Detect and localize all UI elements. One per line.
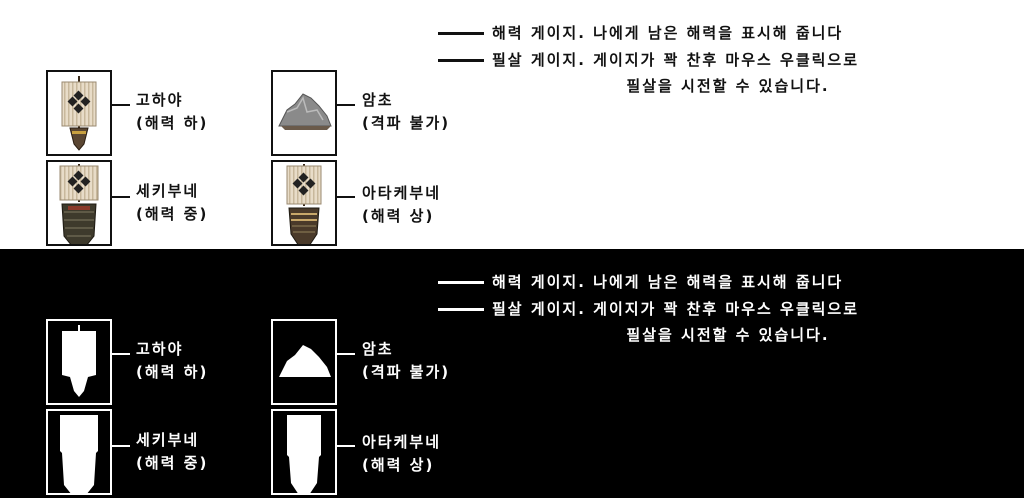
kohaya-connector: [112, 104, 130, 106]
kohaya-mask-name: 고하야: [136, 340, 184, 358]
special-gauge-line: [438, 59, 484, 62]
sekibune-mask-desc: (해력 중): [136, 454, 209, 472]
sekibune-mask-name: 세키부네: [136, 431, 200, 449]
special-gauge-line-mask: [438, 308, 484, 311]
kohaya-mask-thumbnail: [46, 319, 112, 405]
reef-mask-desc: (격파 불가): [362, 363, 451, 381]
reef-connector: [337, 104, 355, 106]
hp-gauge-line-mask: [438, 281, 484, 284]
reef-thumbnail: [271, 70, 337, 156]
reef-mask-name: 암초: [362, 340, 394, 358]
sekibune-label: 세키부네 (해력 중): [136, 180, 208, 226]
atakebune-mask-connector: [337, 445, 355, 447]
atakebune-connector: [337, 196, 355, 198]
atakebune-desc: (해력 상): [362, 207, 435, 225]
large-ship-mask-icon: [287, 415, 321, 493]
medium-ship-icon: [59, 164, 99, 244]
kohaya-desc: (해력 하): [136, 114, 209, 132]
hp-gauge-description: 해력 게이지. 나에게 남은 해력을 표시해 줍니다: [492, 24, 844, 42]
kohaya-label: 고하야 (해력 하): [136, 89, 208, 135]
sekibune-mask-label: 세키부네 (해력 중): [136, 429, 208, 475]
hp-gauge-description-mask: 해력 게이지. 나에게 남은 해력을 표시해 줍니다: [492, 273, 844, 291]
special-gauge-description-line1: 필살 게이지. 게이지가 꽉 찬후 마우스 우클릭으로: [492, 51, 860, 69]
reef-label: 암초 (격파 불가): [362, 89, 450, 135]
kohaya-mask-label: 고하야 (해력 하): [136, 338, 208, 384]
large-ship-icon: [286, 164, 322, 244]
hp-gauge-line: [438, 32, 484, 35]
special-gauge-description-line2-mask: 필살을 시전할 수 있습니다.: [626, 326, 830, 344]
atakebune-thumbnail: [271, 160, 337, 246]
sekibune-mask-connector: [112, 445, 130, 447]
rock-mask-icon: [279, 345, 331, 377]
special-gauge-description-line2: 필살을 시전할 수 있습니다.: [626, 77, 830, 95]
reef-desc: (격파 불가): [362, 114, 451, 132]
sekibune-name: 세키부네: [136, 182, 200, 200]
sekibune-mask-thumbnail: [46, 409, 112, 495]
reef-mask-connector: [337, 353, 355, 355]
sekibune-connector: [112, 196, 130, 198]
special-gauge-description-line1-mask: 필살 게이지. 게이지가 꽉 찬후 마우스 우클릭으로: [492, 300, 860, 318]
rock-icon: [278, 93, 332, 130]
kohaya-name: 고하야: [136, 91, 184, 109]
reef-mask-thumbnail: [271, 319, 337, 405]
color-legend-panel: 해력 게이지. 나에게 남은 해력을 표시해 줍니다 필살 게이지. 게이지가 …: [46, 24, 860, 246]
atakebune-mask-thumbnail: [271, 409, 337, 495]
atakebune-name: 아타케부네: [362, 184, 442, 202]
small-ship-mask-icon: [62, 325, 96, 397]
reef-name: 암초: [362, 91, 394, 109]
atakebune-mask-name: 아타케부네: [362, 433, 442, 451]
atakebune-label: 아타케부네 (해력 상): [362, 182, 441, 228]
kohaya-mask-connector: [112, 353, 130, 355]
atakebune-mask-desc: (해력 상): [362, 456, 435, 474]
atakebune-mask-label: 아타케부네 (해력 상): [362, 431, 441, 477]
sekibune-thumbnail: [46, 160, 112, 246]
mask-legend-panel: 해력 게이지. 나에게 남은 해력을 표시해 줍니다 필살 게이지. 게이지가 …: [0, 249, 1024, 498]
kohaya-thumbnail: [46, 70, 112, 156]
reef-mask-label: 암초 (격파 불가): [362, 338, 450, 384]
small-ship-icon: [61, 76, 97, 151]
medium-ship-mask-icon: [60, 415, 98, 493]
kohaya-mask-desc: (해력 하): [136, 363, 209, 381]
sekibune-desc: (해력 중): [136, 205, 209, 223]
